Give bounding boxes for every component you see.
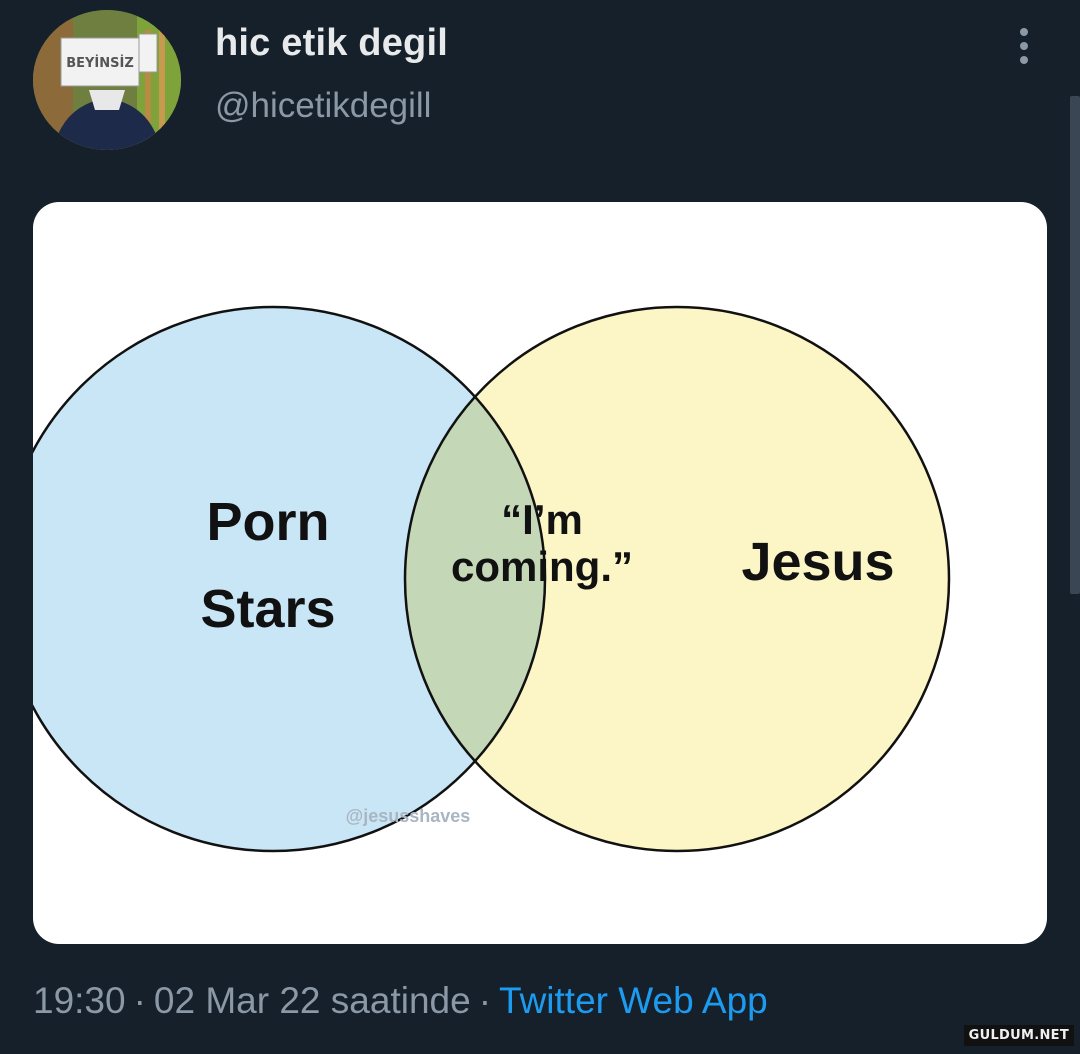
meta-separator: · bbox=[133, 980, 146, 1021]
more-vertical-icon bbox=[1020, 28, 1028, 64]
venn-left-label-line1: Porn bbox=[206, 492, 329, 552]
venn-credit: @jesusshaves bbox=[346, 806, 471, 826]
watermark: GULDUM.NET bbox=[963, 1025, 1074, 1046]
avatar[interactable]: BEYİNSİZ bbox=[33, 10, 181, 150]
tweet-time[interactable]: 19:30 bbox=[33, 980, 126, 1021]
venn-overlap-label-line2: coming.” bbox=[451, 543, 633, 590]
avatar-image: BEYİNSİZ bbox=[33, 10, 181, 150]
venn-overlap-label-line1: “I’m bbox=[501, 496, 583, 543]
meta-separator: · bbox=[478, 980, 492, 1021]
user-handle[interactable]: @hicetikdegill bbox=[215, 86, 432, 125]
tweet-source-link[interactable]: Twitter Web App bbox=[499, 980, 768, 1021]
venn-diagram: Porn Stars “I’m coming.” Jesus @jesussha… bbox=[33, 305, 951, 853]
more-options-button[interactable] bbox=[1005, 24, 1043, 72]
display-name[interactable]: hic etik degil bbox=[215, 22, 448, 64]
venn-right-circle bbox=[405, 307, 949, 851]
tweet-meta: 19:30·02 Mar 22 saatinde·Twitter Web App bbox=[33, 980, 768, 1022]
venn-left-label-line2: Stars bbox=[200, 579, 335, 639]
venn-left-circle bbox=[33, 307, 545, 851]
venn-right-label: Jesus bbox=[741, 532, 894, 592]
scrollbar[interactable] bbox=[1070, 96, 1080, 594]
tweet-image[interactable]: Porn Stars “I’m coming.” Jesus @jesussha… bbox=[33, 202, 1047, 944]
tweet-date[interactable]: 02 Mar 22 saatinde bbox=[153, 980, 471, 1021]
avatar-sign-text: BEYİNSİZ bbox=[66, 55, 134, 71]
